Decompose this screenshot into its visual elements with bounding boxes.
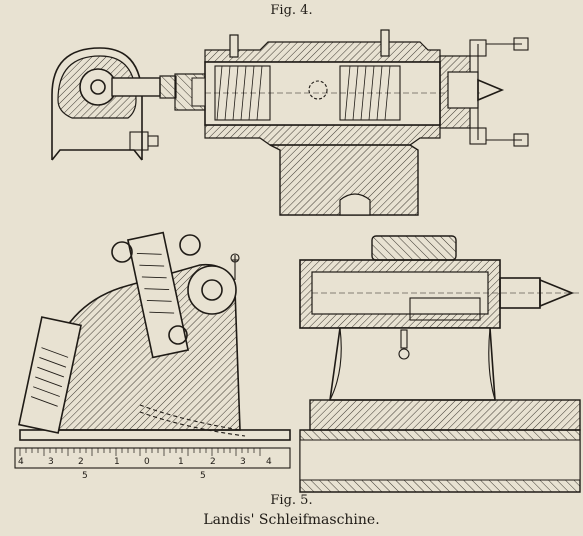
fig4-end-view — [51, 47, 177, 161]
scale-tick-label: 3 — [48, 457, 54, 467]
fig5-left-view — [18, 231, 291, 441]
fig4-section-view — [174, 29, 529, 216]
figure-5-caption: Fig. 5. — [270, 493, 313, 508]
fig5-right-view — [299, 235, 581, 493]
scale-lower-label: 5 — [82, 471, 88, 481]
scale-tick-label: 2 — [78, 457, 84, 467]
scale-tick-label: 4 — [18, 457, 24, 467]
scale-tick-label: 3 — [240, 457, 246, 467]
scale-tick-label: 1 — [114, 457, 120, 467]
figure-4-caption: Fig. 4. — [270, 3, 313, 18]
scale-tick-label: 1 — [178, 457, 184, 467]
scale-tick-label: 2 — [210, 457, 216, 467]
figure-subtitle: Landis' Schleifmaschine. — [203, 512, 380, 528]
scale-tick-label: 4 — [266, 457, 272, 467]
scale-tick-label: 0 — [144, 457, 150, 467]
scale-lower-label: 5 — [200, 471, 206, 481]
fig5-scale: 4 3 2 1 0 1 2 3 4 5 5 — [14, 447, 291, 481]
